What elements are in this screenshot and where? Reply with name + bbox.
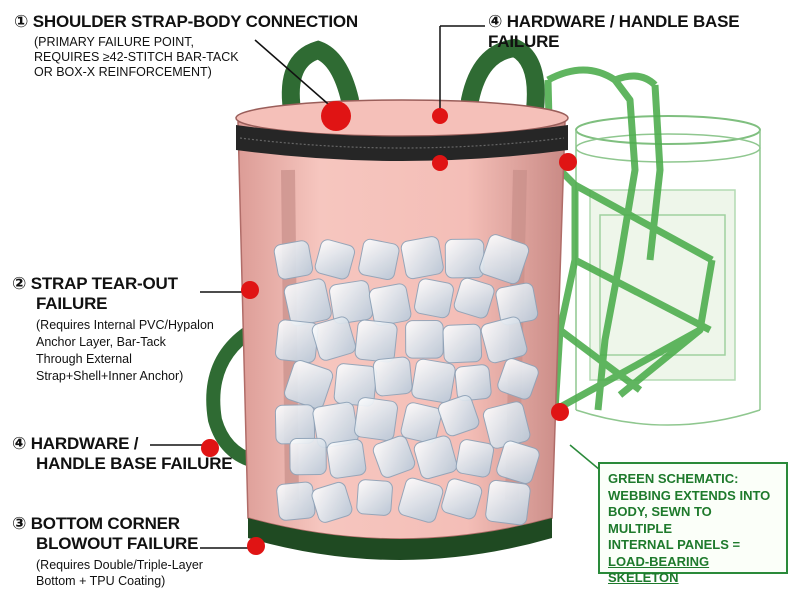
ice-cube xyxy=(311,481,353,523)
label-bottom: ③ BOTTOM CORNER BLOWOUT FAILURE (Require… xyxy=(12,514,203,589)
callout-line: INTERNAL PANELS = xyxy=(608,537,741,552)
label-hardware-top-title: HARDWARE / HANDLE BASE FAILURE xyxy=(488,12,740,51)
label-hardware-left: ④ HARDWARE / HANDLE BASE FAILURE xyxy=(12,434,233,474)
shoulder-straps xyxy=(281,38,545,119)
ice-cube xyxy=(438,394,480,437)
ice-cube xyxy=(497,358,539,400)
label-strap-tear-line: (Requires Internal PVC/Hypalon xyxy=(36,318,214,332)
label-shoulder-line: OR BOX-X REINFORCEMENT) xyxy=(34,65,212,79)
ice-cube xyxy=(284,360,334,410)
ice-cube xyxy=(372,435,416,478)
ice-cube xyxy=(276,481,316,521)
label-hardware-left-number: ④ xyxy=(12,434,27,453)
callout-emphasis: LOAD-BEARING SKELETON xyxy=(608,553,710,586)
label-strap-tear-line: Through External xyxy=(36,352,132,366)
ice-cube xyxy=(275,319,319,364)
marker-schematic-bottom xyxy=(551,403,569,421)
label-shoulder: ① SHOULDER STRAP-BODY CONNECTION (PRIMAR… xyxy=(14,12,358,80)
label-bottom-title2: BLOWOUT FAILURE xyxy=(36,534,199,553)
ice-cubes xyxy=(273,234,540,526)
label-strap-tear-number: ② xyxy=(12,274,27,293)
label-strap-tear-line: Strap+Shell+Inner Anchor) xyxy=(36,369,184,383)
schematic-webbing xyxy=(476,66,716,421)
label-bottom-line: (Requires Double/Triple-Layer xyxy=(36,558,203,572)
label-shoulder-number: ① xyxy=(14,12,29,31)
ice-cube xyxy=(398,477,444,523)
label-strap-tear-title2: FAILURE xyxy=(36,294,108,313)
label-shoulder-title: SHOULDER STRAP-BODY CONNECTION xyxy=(32,12,358,31)
side-handle xyxy=(206,323,265,469)
label-strap-tear: ② STRAP TEAR-OUT FAILURE (Requires Inter… xyxy=(12,274,214,385)
ice-cube xyxy=(414,278,454,319)
ice-cube xyxy=(413,435,458,480)
ice-cube xyxy=(356,479,393,516)
ice-cube xyxy=(289,437,327,476)
label-bottom-line: Bottom + TPU Coating) xyxy=(36,574,166,588)
ice-cube xyxy=(311,316,357,361)
label-bottom-title: BOTTOM CORNER xyxy=(30,514,180,533)
label-hardware-top: ④ HARDWARE / HANDLE BASE FAILURE xyxy=(488,12,800,52)
marker-shoulder xyxy=(321,101,351,131)
label-shoulder-line: (PRIMARY FAILURE POINT, xyxy=(34,35,194,49)
callout-line: GREEN SCHEMATIC: xyxy=(608,471,739,486)
marker-schematic-top xyxy=(559,153,577,171)
ice-cube xyxy=(358,238,400,281)
ice-cube xyxy=(411,358,456,404)
marker-rim-top xyxy=(432,108,448,124)
ice-cube xyxy=(273,240,314,280)
label-hardware-left-title2: HANDLE BASE FAILURE xyxy=(36,454,233,473)
ice-cube xyxy=(354,319,398,363)
ice-cube xyxy=(453,277,495,319)
ice-cube xyxy=(354,397,398,442)
ice-cube xyxy=(444,238,485,279)
ice-cube xyxy=(368,283,412,326)
ice-cube xyxy=(441,478,483,520)
ice-cube xyxy=(400,236,444,280)
ice-cube xyxy=(479,234,530,285)
callout-line: WEBBING EXTENDS INTO xyxy=(608,487,771,503)
label-strap-tear-title: STRAP TEAR-OUT xyxy=(30,274,178,293)
ice-cube xyxy=(400,402,442,444)
ice-cube xyxy=(314,239,356,280)
label-shoulder-line: REQUIRES ≥42-STITCH BAR-TACK xyxy=(34,50,239,64)
marker-bottom-corner xyxy=(247,537,265,555)
marker-rim-bottom xyxy=(432,155,448,171)
failure-markers xyxy=(201,101,577,555)
label-hardware-left-title: HARDWARE / xyxy=(30,434,139,453)
ice-cube xyxy=(496,440,540,484)
ice-cube xyxy=(283,278,332,327)
ice-cube xyxy=(329,280,374,325)
ice-cube xyxy=(372,356,413,397)
label-strap-tear-line: Anchor Layer, Bar-Tack xyxy=(36,335,166,349)
ice-cube xyxy=(454,364,492,402)
marker-strap-tear xyxy=(241,281,259,299)
ice-cube xyxy=(442,323,483,364)
schematic-callout: GREEN SCHEMATIC: WEBBING EXTENDS INTO BO… xyxy=(598,462,788,585)
ice-cube xyxy=(326,438,367,479)
ice-cube xyxy=(485,479,531,526)
label-bottom-number: ③ xyxy=(12,514,27,533)
label-hardware-top-number: ④ xyxy=(488,12,503,31)
marker-handle-base xyxy=(201,439,219,457)
callout-line: BODY, SEWN TO MULTIPLE xyxy=(608,504,712,536)
ice-cube xyxy=(455,439,495,478)
ice-cube xyxy=(405,320,444,359)
